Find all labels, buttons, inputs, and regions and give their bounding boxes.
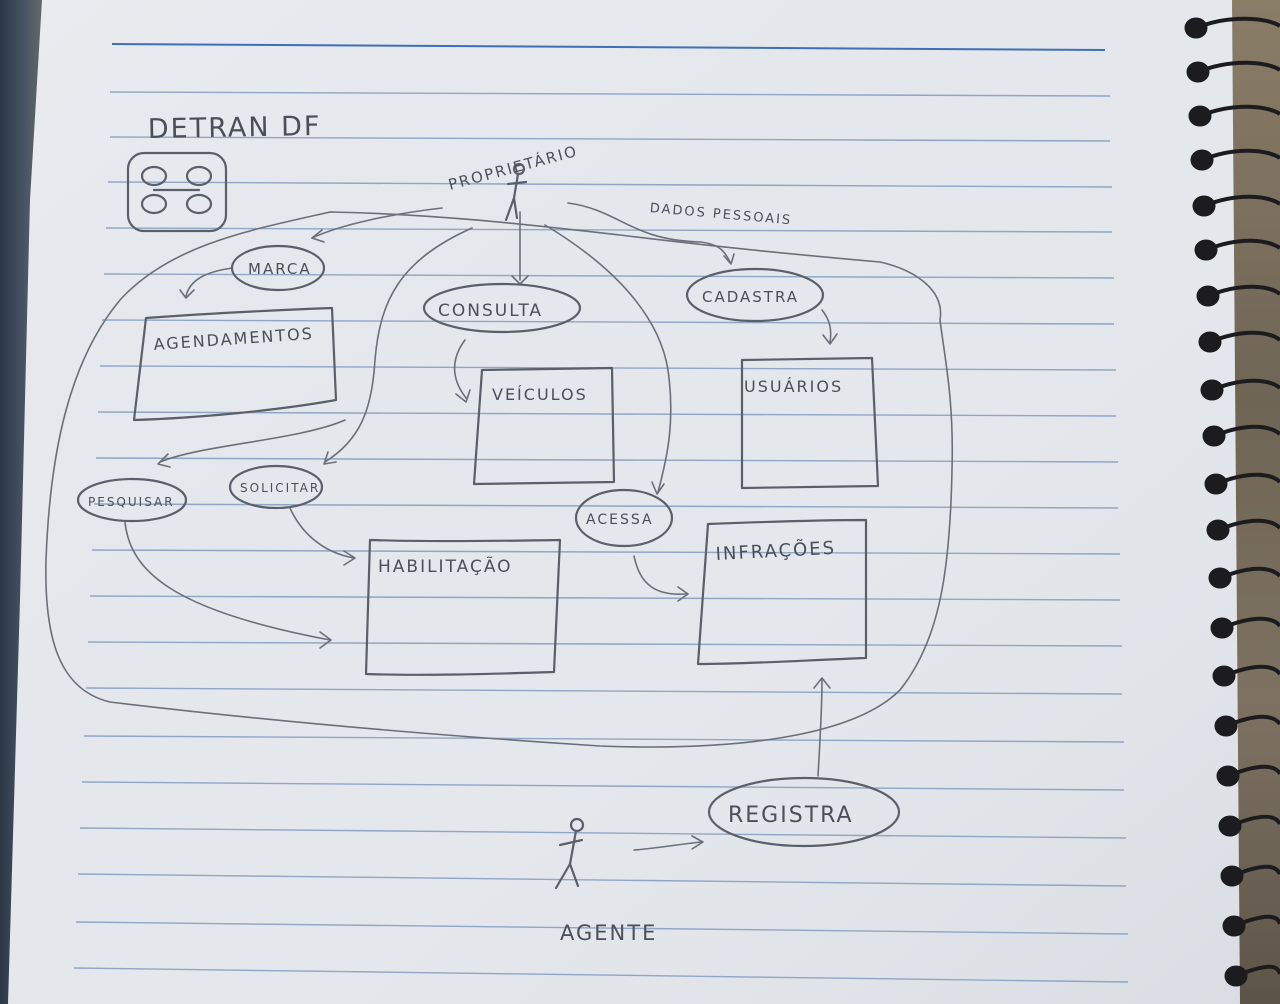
arrow-pesquisar-habilitacao	[124, 521, 331, 641]
arrowhead	[691, 835, 704, 850]
usecase-cadastra: CADASTRA	[685, 267, 825, 323]
detran-logo-icon	[126, 151, 228, 233]
usecase-registra: REGISTRA	[707, 776, 901, 848]
arrow-consulta-veiculos	[453, 339, 467, 399]
arrow-owner-marca	[311, 207, 443, 239]
arrowhead	[323, 451, 337, 465]
arrowhead	[343, 550, 356, 566]
svg-text:USUÁRIOS: USUÁRIOS	[744, 377, 843, 396]
arrowhead	[822, 333, 838, 345]
owner-actor-icon	[504, 162, 528, 222]
entity-usuarios: USUÁRIOS	[740, 356, 880, 490]
arrow-agent-registra	[633, 841, 703, 851]
svg-text:ACESSA: ACESSA	[586, 512, 654, 528]
arrow-solicitar-habilitacao	[289, 507, 355, 559]
arrow-owner-solicitar	[324, 227, 473, 463]
arrowhead	[813, 677, 831, 689]
svg-text:CONSULTA: CONSULTA	[438, 301, 543, 321]
svg-text:PESQUISAR: PESQUISAR	[88, 495, 175, 509]
entity-veiculos: VEÍCULOS	[472, 366, 616, 486]
top-rule-line	[111, 43, 1106, 51]
svg-text:SOLICITAR: SOLICITAR	[240, 481, 320, 495]
usecase-marca: MARCA	[230, 244, 326, 292]
usecase-pesquisar: PESQUISAR	[76, 477, 188, 523]
arrow-cadastra-usuarios	[821, 309, 832, 343]
svg-text:VEÍCULOS: VEÍCULOS	[492, 385, 588, 404]
arrowhead	[651, 481, 665, 495]
usecase-acessa: ACESSA	[574, 488, 674, 548]
arrowhead	[157, 453, 171, 468]
arrow-marca-agendamentos	[185, 267, 233, 297]
agent-actor-icon	[554, 817, 585, 890]
arrowhead	[311, 229, 325, 243]
system-boundary	[45, 211, 954, 748]
svg-text:MARCA: MARCA	[248, 260, 312, 278]
entity-habilitacao: HABILITAÇÃO	[364, 538, 562, 676]
page-title: DETRAN DF	[148, 111, 322, 145]
arrow-agendamentos-pesquisar	[159, 419, 346, 463]
arrow-owner-cadastra	[567, 202, 731, 263]
arrow-acessa-infracoes	[633, 555, 687, 595]
usecase-consulta: CONSULTA	[422, 282, 582, 334]
arrow-owner-acessa	[544, 224, 672, 493]
arrowhead	[723, 253, 735, 265]
spiral-binding	[1184, 16, 1280, 987]
svg-text:REGISTRA: REGISTRA	[728, 803, 854, 828]
arrowhead	[179, 289, 195, 299]
agent-actor-label: AGENTE	[560, 921, 657, 945]
arrowhead	[677, 586, 689, 602]
svg-text:CADASTRA: CADASTRA	[702, 288, 799, 306]
svg-text:HABILITAÇÃO: HABILITAÇÃO	[378, 555, 513, 577]
usecase-solicitar: SOLICITAR	[228, 464, 324, 510]
arrow-registra-infracoes	[817, 679, 823, 777]
arrowhead	[319, 631, 332, 649]
arrowhead	[455, 389, 471, 403]
